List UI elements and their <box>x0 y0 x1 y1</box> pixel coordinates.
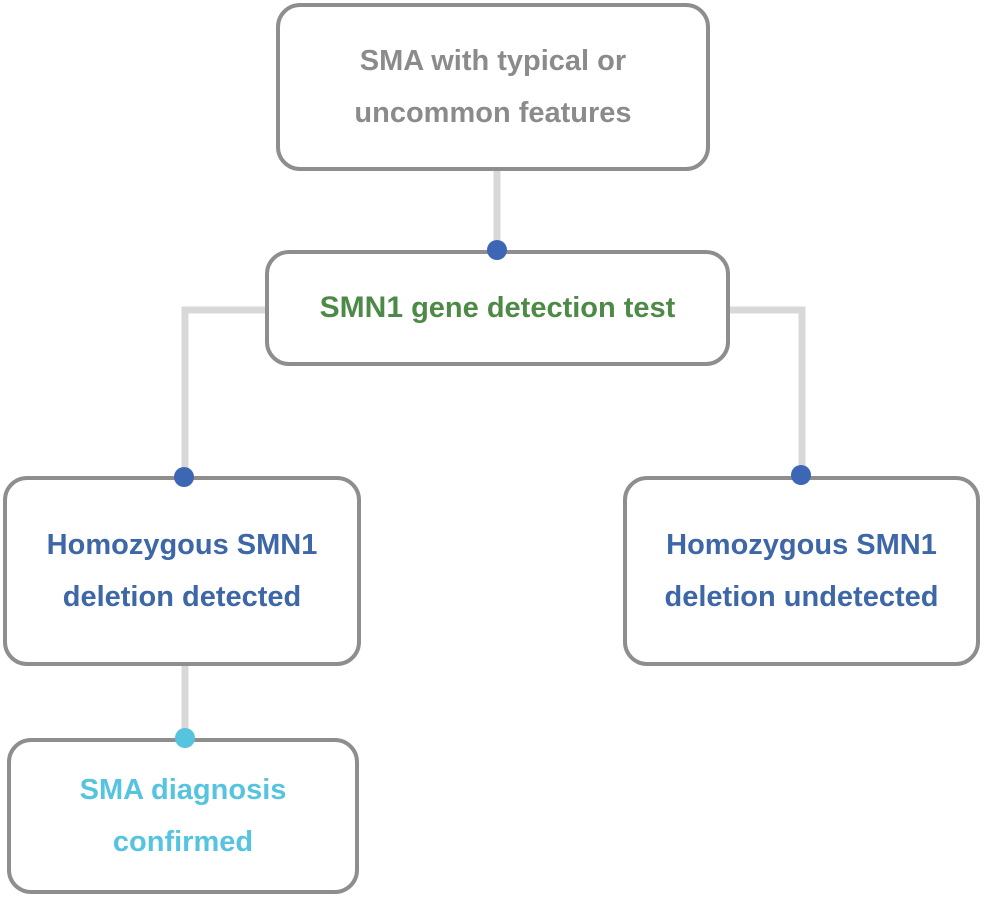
connector-dot-undetected <box>791 465 811 485</box>
connector-dot-test <box>487 240 507 260</box>
node-deletion-detected-line-2: deletion detected <box>62 581 302 613</box>
node-deletion-undetected-line-2: deletion undetected <box>664 581 939 613</box>
node-sma-presentation-text: SMA with typical or uncommon features <box>354 35 631 139</box>
node-diagnosis-confirmed-line-2: confirmed <box>112 826 254 858</box>
node-deletion-undetected: Homozygous SMN1 deletion undetected <box>623 476 980 666</box>
node-deletion-detected-line-1: Homozygous SMN1 <box>46 529 318 561</box>
connector-test-to-detected <box>181 306 265 476</box>
node-deletion-undetected-line-1: Homozygous SMN1 <box>666 529 937 561</box>
node-deletion-detected: Homozygous SMN1 deletion detected <box>3 476 361 666</box>
node-smn1-test-gene: SMN1 <box>319 291 404 324</box>
node-diagnosis-confirmed-line-1: SMA diagnosis <box>79 774 287 806</box>
node-diagnosis-confirmed: SMA diagnosis confirmed <box>7 738 359 894</box>
node-smn1-test-rest: gene detection test <box>403 292 676 324</box>
node-deletion-undetected-text: Homozygous SMN1 deletion undetected <box>665 519 939 623</box>
node-sma-presentation: SMA with typical or uncommon features <box>276 3 710 171</box>
node-sma-presentation-line-1: SMA with typical or <box>359 45 627 77</box>
connector-test-to-undetected <box>730 306 806 476</box>
node-sma-presentation-line-2: uncommon features <box>354 97 632 129</box>
node-diagnosis-confirmed-text: SMA diagnosis confirmed <box>80 764 287 868</box>
connector-dot-detected <box>174 467 194 487</box>
node-deletion-detected-text: Homozygous SMN1 deletion detected <box>47 519 318 623</box>
connector-dot-confirmed <box>175 728 195 748</box>
node-smn1-test-text: SMN1 gene detection test <box>320 282 676 334</box>
